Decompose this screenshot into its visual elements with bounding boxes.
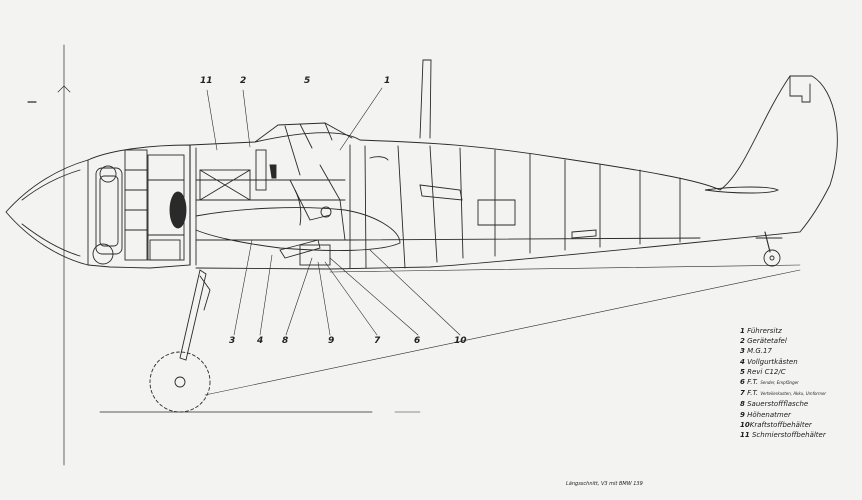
legend-item: 3 M.G.17 bbox=[740, 347, 772, 356]
callout-4: 4 bbox=[256, 336, 263, 346]
landing-gear-leg bbox=[179, 269, 207, 361]
spinner bbox=[5, 159, 89, 266]
legend-item: 5 Revi C12/C bbox=[740, 367, 786, 376]
callout-7: 7 bbox=[374, 336, 381, 346]
callout-10: 10 bbox=[454, 336, 467, 346]
callout-8: 8 bbox=[282, 336, 288, 346]
drawing-caption: Längsschnitt, V3 mit BMW 139 bbox=[566, 481, 643, 487]
callout-3: 3 bbox=[229, 336, 235, 346]
legend-item: 4 Vollgurtkästen bbox=[740, 357, 798, 366]
legend-item: 8 Sauerstoffflasche bbox=[740, 400, 809, 409]
antenna-mast bbox=[419, 59, 432, 139]
callout-6: 6 bbox=[414, 336, 420, 346]
callout-11: 11 bbox=[200, 76, 213, 86]
canopy bbox=[254, 122, 353, 143]
callout-9: 9 bbox=[328, 336, 334, 346]
legend-item: 7 F.T. Verteilerkasten, Akku, Umformer bbox=[740, 389, 827, 398]
parts-legend: 1 Führersitz 2 Gerätetafel 3 M.G.17 4 Vo… bbox=[740, 326, 826, 440]
legend-item: 6 F.T. Sender, Empfänger bbox=[740, 378, 799, 387]
callout-5: 5 bbox=[304, 76, 310, 86]
callout-1: 1 bbox=[384, 76, 390, 86]
fuselage-outline bbox=[189, 75, 838, 270]
legend-item: 1 Führersitz bbox=[740, 327, 782, 335]
legend-item: 2 Gerätetafel bbox=[740, 337, 787, 346]
main-wheel bbox=[149, 351, 211, 413]
legend-item: 10Kraftstoffbehälter bbox=[740, 420, 812, 429]
legend-item: 11 Schmierstoffbehälter bbox=[740, 431, 826, 440]
wing-section bbox=[195, 207, 401, 252]
legend-item: 9 Höhenatmer bbox=[740, 410, 791, 419]
tail-wheel bbox=[763, 249, 781, 267]
engine-cowling bbox=[87, 144, 191, 269]
callout-2: 2 bbox=[240, 76, 246, 86]
tailplane bbox=[704, 186, 780, 194]
